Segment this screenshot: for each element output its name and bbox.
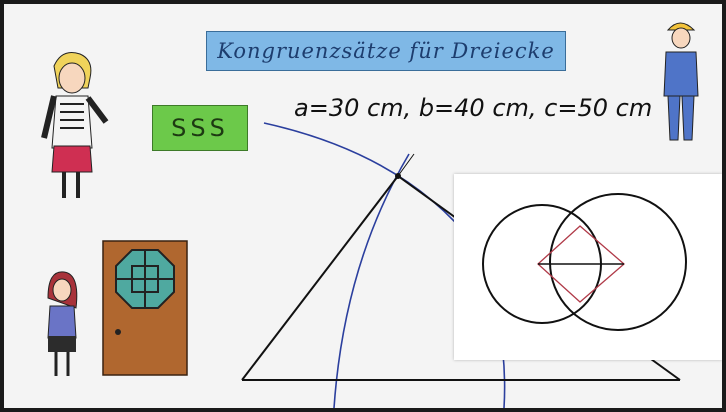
girl-red-hair-icon (47, 271, 78, 376)
compass-arc-right (333, 153, 410, 408)
page-title: Kongruenzsätze für Dreiecke (206, 31, 566, 71)
triangle-vertex-point (395, 173, 401, 179)
sss-badge: SSS (152, 105, 248, 151)
circles-diagram (482, 193, 687, 331)
whiteboard-scene: Kongruenzsätze für Dreiecke SSS a=30 cm,… (4, 4, 722, 408)
compass-arc-left (263, 122, 475, 245)
door-icon (102, 240, 188, 376)
worker-helmet-icon (663, 22, 699, 141)
circles-card (454, 174, 722, 360)
side-lengths-text: a=30 cm, b=40 cm, c=50 cm (294, 94, 653, 122)
construction-tick (397, 153, 415, 177)
girl-blonde-icon (41, 52, 109, 198)
circle-large (549, 193, 687, 331)
triangle-side-left (241, 175, 399, 381)
